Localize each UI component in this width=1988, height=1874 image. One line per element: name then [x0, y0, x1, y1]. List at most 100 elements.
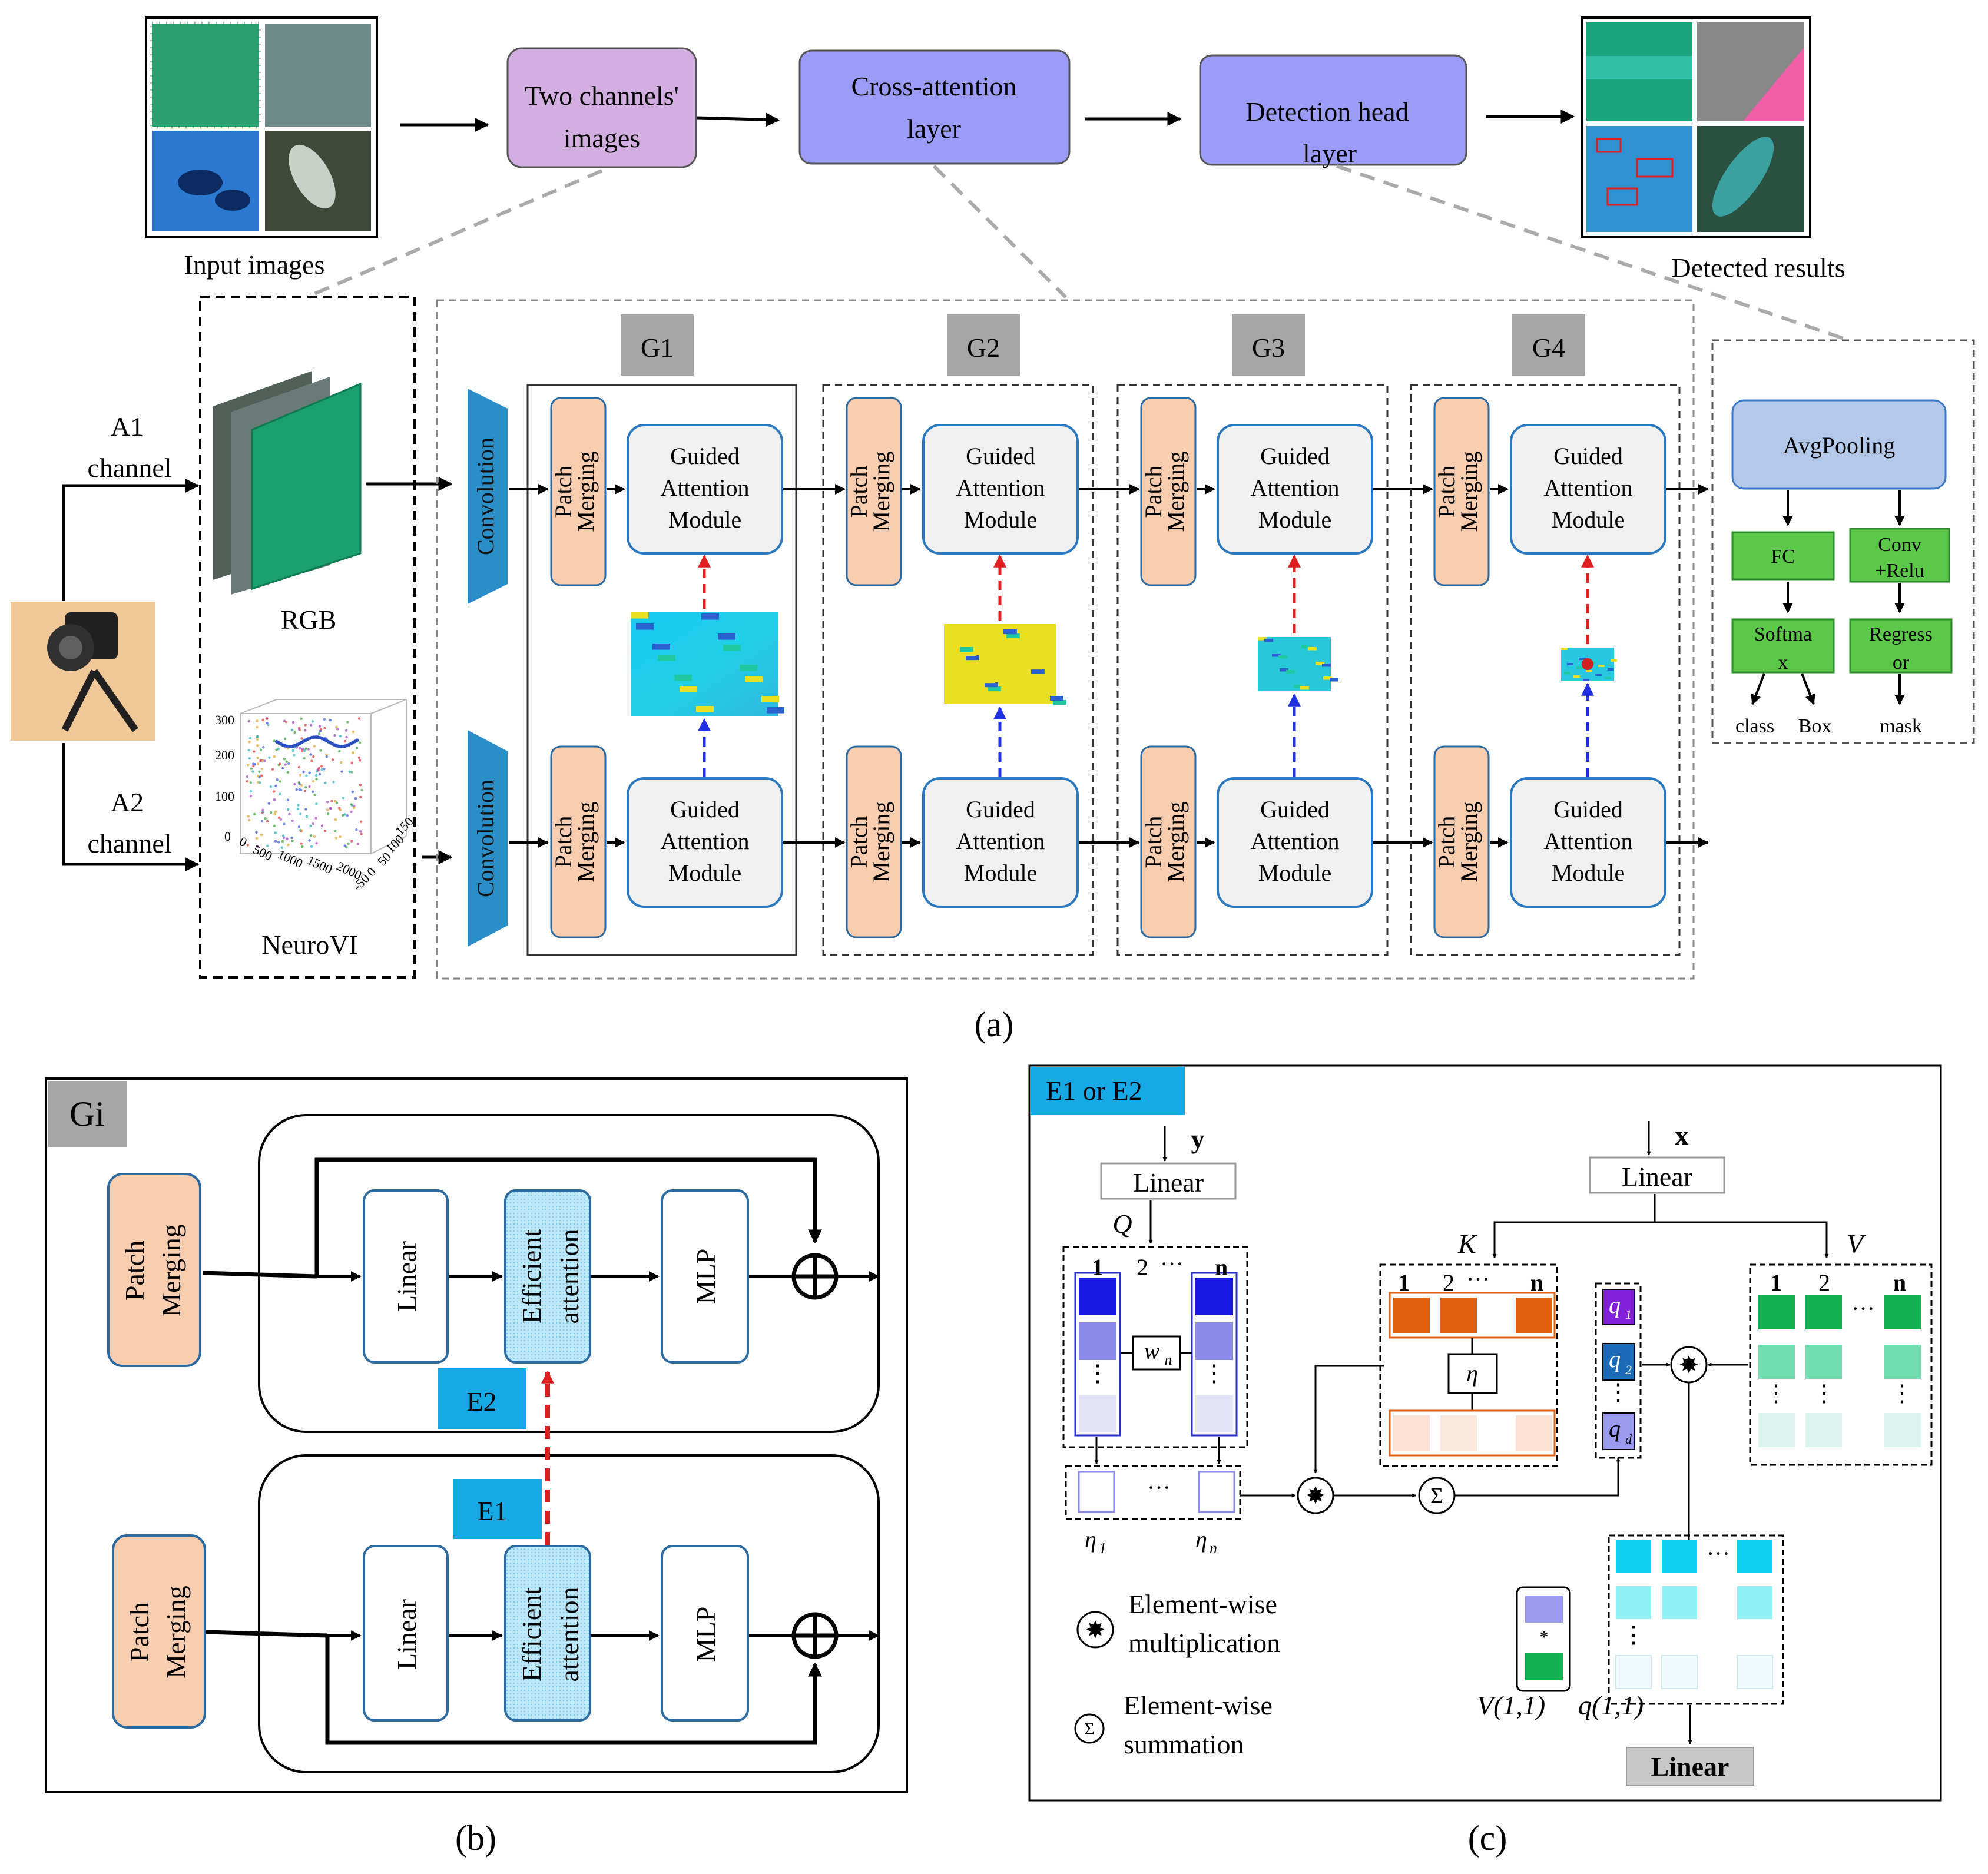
zoom-connectors: [305, 164, 1850, 342]
gi-lower-linear: Linear: [363, 1545, 449, 1722]
svg-text:Merging: Merging: [1456, 451, 1482, 532]
neurovi-plot: 300 200 100 0 0 500 1000 1500 2000 -50 0…: [215, 699, 416, 894]
convolution-block-bottom: Convolution: [468, 730, 508, 947]
svg-text:2: 2: [1625, 1362, 1632, 1377]
q-index-1: 1: [1092, 1254, 1104, 1281]
neurovi-label: NeuroVI: [261, 930, 358, 960]
svg-text:Merging: Merging: [868, 801, 894, 882]
svg-text:attention: attention: [554, 1229, 584, 1324]
panel-a-label: (a): [975, 1005, 1014, 1044]
svg-text:Patch: Patch: [1140, 816, 1167, 868]
svg-text:100: 100: [215, 789, 234, 804]
sum-to-q-arrow: [1454, 1457, 1621, 1497]
attention-heatmap-g1: [631, 612, 784, 716]
k-bottom-row: [1389, 1409, 1556, 1457]
k-dashed-box: [1379, 1263, 1558, 1467]
output-mask: mask: [1880, 715, 1922, 737]
svg-text:Linear: Linear: [392, 1599, 422, 1670]
legend-mult-line1: Element-wise: [1128, 1589, 1277, 1619]
a1-label: A1: [111, 412, 144, 442]
legend-mult-line2: multiplication: [1128, 1628, 1280, 1658]
svg-text:···: ···: [1851, 1295, 1875, 1322]
e2-tag: E2: [438, 1368, 526, 1429]
panel-c-label: (c): [1468, 1819, 1507, 1858]
eta-1-cell: [1078, 1471, 1115, 1513]
attention-heatmap-g4: [1561, 648, 1617, 681]
eta-1-label: η: [1085, 1526, 1096, 1553]
svg-text:Cross-attention: Cross-attention: [851, 71, 1016, 101]
svg-text:Σ: Σ: [1084, 1719, 1094, 1739]
svg-text:Σ: Σ: [1430, 1484, 1443, 1508]
output-dashed-box: [1608, 1534, 1784, 1705]
conv-relu-box: Conv +Relu: [1849, 528, 1950, 583]
svg-text:Patch: Patch: [1433, 466, 1460, 518]
eta-1-sub: 1: [1099, 1540, 1106, 1557]
gi-upper-efficient-attention: Efficient attention: [504, 1189, 591, 1364]
svg-text:Module: Module: [1552, 860, 1625, 886]
svg-text:E2: E2: [466, 1387, 496, 1417]
regressor-box: Regress or: [1849, 618, 1953, 674]
q-index-n: n: [1215, 1254, 1228, 1281]
svg-text:Module: Module: [1258, 860, 1331, 886]
svg-text:✸: ✸: [1679, 1352, 1699, 1378]
gi-upper-add-icon: [791, 1253, 839, 1300]
arrow-to-box: [1801, 673, 1815, 705]
svg-text:Patch: Patch: [1140, 466, 1167, 518]
rgb-label: RGB: [281, 605, 337, 635]
gi-lower-mlp: MLP: [661, 1545, 749, 1722]
svg-text:Convolution: Convolution: [472, 780, 499, 897]
svg-text:···: ···: [1707, 1540, 1730, 1567]
svg-text:Patch: Patch: [1433, 816, 1460, 868]
svg-text:w: w: [1144, 1338, 1160, 1364]
svg-text:Module: Module: [1258, 506, 1331, 533]
mult-node-icon: ✸: [1297, 1477, 1334, 1514]
svg-text:Linear: Linear: [392, 1241, 422, 1312]
group-tag-g3: [1232, 314, 1305, 376]
svg-text:Patch: Patch: [550, 466, 576, 518]
svg-text:Patch: Patch: [120, 1241, 150, 1301]
q-left-vdots: ⋮: [1086, 1360, 1109, 1387]
q-index-dots: ···: [1160, 1251, 1184, 1277]
svg-text:Linear: Linear: [1651, 1752, 1729, 1782]
k-label: K: [1457, 1229, 1477, 1259]
q-vector-dashed-box: [1595, 1282, 1642, 1459]
softmax-box: Softma x: [1731, 618, 1835, 674]
wn-box: w n: [1132, 1335, 1181, 1371]
svg-text:n: n: [1165, 1351, 1172, 1368]
svg-text:Patch: Patch: [124, 1602, 154, 1662]
svg-text:+Relu: +Relu: [1875, 560, 1924, 582]
a2-channel-line: [62, 743, 200, 871]
svg-text:Attention: Attention: [956, 475, 1045, 501]
x-label: x: [1675, 1120, 1689, 1150]
svg-text:1000: 1000: [276, 847, 305, 871]
gi-patch-merging-upper: Patch Merging: [107, 1173, 201, 1367]
attention-heatmap-g2: [944, 624, 1066, 705]
y-label: y: [1191, 1124, 1205, 1154]
svg-text:Convolution: Convolution: [472, 437, 499, 555]
svg-text:Linear: Linear: [1622, 1162, 1692, 1192]
svg-text:Two channels': Two channels': [525, 81, 679, 111]
svg-text:Merging: Merging: [1456, 801, 1482, 882]
a1-channel-label: channel: [87, 453, 171, 483]
svg-text:Efficient: Efficient: [516, 1587, 546, 1681]
q-index-2: 2: [1137, 1254, 1148, 1281]
fc-box: FC: [1731, 531, 1835, 581]
eta-n-cell: [1198, 1471, 1235, 1513]
svg-text:E1 or E2: E1 or E2: [1046, 1076, 1142, 1106]
v-index-1: 1: [1770, 1269, 1782, 1296]
group-frame-g1: [526, 384, 797, 956]
svg-text:⋮: ⋮: [1813, 1380, 1836, 1407]
svg-text:⋮: ⋮: [1890, 1380, 1914, 1407]
v11-label: V(1,1): [1477, 1690, 1545, 1720]
svg-text:Patch: Patch: [846, 816, 872, 868]
svg-text:✸: ✸: [1306, 1482, 1326, 1509]
eta-to-mult-arrow: [1313, 1365, 1384, 1474]
